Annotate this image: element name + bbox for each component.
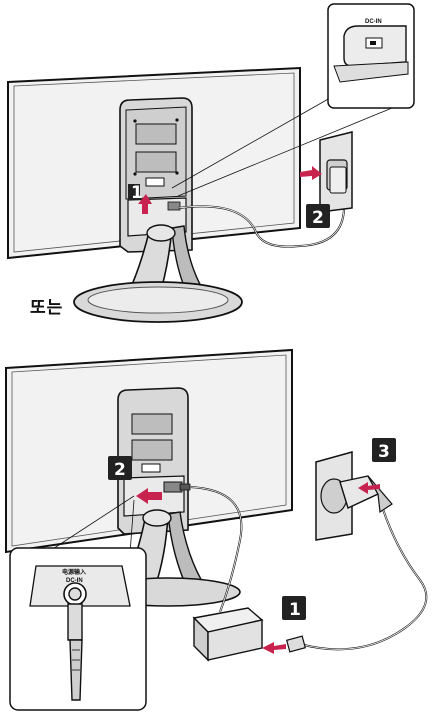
bottom-step-badge-3: 3 — [372, 438, 396, 462]
top-step-2-text: 2 — [312, 208, 324, 228]
bottom-step-badge-1: 1 — [282, 596, 306, 620]
top-diagram: DC-IN 1 2 — [8, 4, 414, 322]
bottom-diagram: 电源输入 DC-IN 1 2 3 — [6, 350, 426, 710]
bottom-step-1-text: 1 — [289, 600, 301, 620]
top-step-1-text: 1 — [131, 183, 143, 203]
or-label: 또는 — [30, 293, 63, 318]
bottom-step-3-text: 3 — [378, 442, 390, 462]
power-input-cn-label: 电源输入 — [62, 568, 86, 576]
top-step-badge-2: 2 — [306, 204, 330, 228]
power-adapter — [194, 608, 262, 660]
top-arrow-outlet — [300, 166, 322, 180]
top-dcin-label: DC-IN — [365, 19, 382, 25]
bottom-arrow-adapter — [262, 642, 286, 654]
bottom-step-badge-2: 2 — [108, 456, 132, 480]
bottom-step-2-text: 2 — [114, 460, 126, 480]
top-step-badge-1: 1 — [128, 183, 143, 203]
